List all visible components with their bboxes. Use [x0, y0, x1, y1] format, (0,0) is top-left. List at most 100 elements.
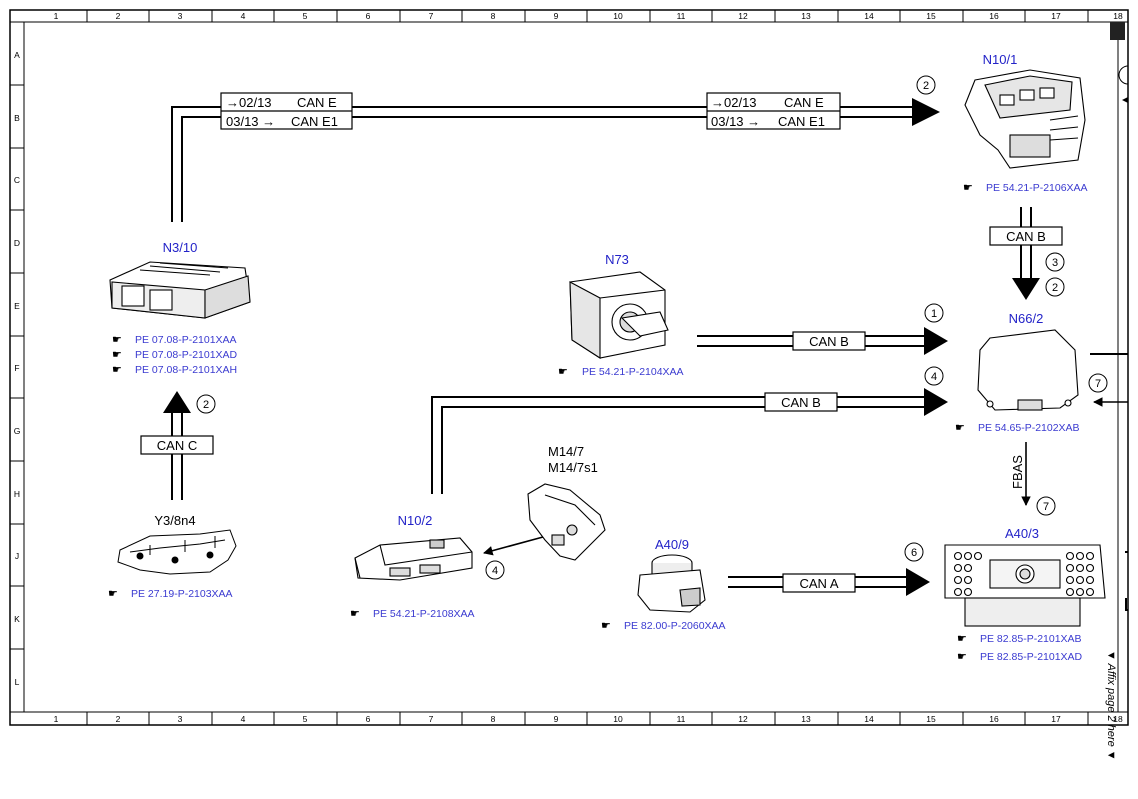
can-e-box-left: →02/13 CAN E 03/13 → CAN E1	[220, 92, 353, 130]
component-label: A40/3	[1005, 526, 1039, 541]
pointing-hand-icon: ☛	[112, 334, 122, 346]
col-number: 1	[54, 11, 59, 21]
row-letter: H	[14, 489, 20, 499]
n66-2-camera-icon	[977, 329, 1079, 411]
svg-text:7: 7	[1043, 501, 1049, 513]
bus-label: CAN C	[157, 438, 197, 453]
col-number: 12	[738, 714, 748, 724]
can-b-label-n10-2: CAN B	[764, 392, 838, 412]
bus-label: CAN A	[799, 576, 838, 591]
can-a-label: CAN A	[782, 573, 856, 593]
a40-9-controller-icon	[637, 554, 706, 613]
n10-1-module-icon	[964, 69, 1086, 169]
col-number: 6	[366, 11, 371, 21]
col-number: 8	[491, 714, 496, 724]
bus-page-ref: 03/13 →	[711, 114, 760, 129]
marker-circle: 1	[924, 303, 944, 323]
col-number: 17	[1051, 714, 1061, 724]
a40-3-head-unit-icon	[944, 544, 1106, 627]
col-number: 3	[178, 11, 183, 21]
col-number: 2	[116, 714, 121, 724]
row-letter: K	[14, 614, 20, 624]
row-letter: A	[14, 50, 20, 60]
bus-page-ref: 03/13 →	[226, 114, 275, 129]
col-number: 4	[241, 714, 246, 724]
bus-page-ref: →02/13	[226, 95, 272, 110]
component-label: N3/10	[163, 240, 198, 255]
ref-link[interactable]: PE 54.21-P-2106XAA	[986, 182, 1088, 194]
bus-label: CAN B	[781, 395, 821, 410]
ref-link[interactable]: PE 82.85-P-2101XAB	[980, 633, 1082, 645]
n3-10-ecu-icon	[109, 261, 251, 319]
bus-label: CAN B	[809, 334, 849, 349]
row-letter: C	[14, 175, 20, 185]
col-number: 17	[1051, 11, 1061, 21]
col-number: 14	[864, 11, 874, 21]
component-label: N73	[605, 252, 629, 267]
ref-link[interactable]: PE 82.00-P-2060XAA	[624, 620, 726, 632]
component-label: N10/2	[398, 513, 433, 528]
y3-8n4-plate-icon	[117, 529, 237, 575]
svg-text:2: 2	[203, 399, 209, 411]
corner-tab-icon	[1110, 22, 1125, 40]
col-number: 4	[241, 11, 246, 21]
can-b-label-top: CAN B	[989, 226, 1063, 246]
col-number: 5	[303, 714, 308, 724]
pointing-hand-icon: ☛	[350, 608, 360, 620]
pointing-hand-icon: ☛	[957, 651, 967, 663]
svg-text:2: 2	[923, 80, 929, 92]
ref-link[interactable]: PE 07.08-P-2101XAH	[135, 364, 237, 376]
row-letter: F	[14, 363, 19, 373]
svg-text:2: 2	[1052, 282, 1058, 294]
ref-link[interactable]: PE 82.85-P-2101XAD	[980, 651, 1083, 663]
row-letter: E	[14, 301, 20, 311]
n73-ignition-switch-icon	[569, 271, 669, 360]
ref-link[interactable]: PE 54.65-P-2102XAB	[978, 422, 1080, 434]
can-b-label-n73: CAN B	[792, 331, 866, 351]
col-number: 2	[116, 11, 121, 21]
can-e-box-right: →02/13 CAN E 03/13 → CAN E1	[706, 92, 841, 130]
row-letter: D	[14, 238, 20, 248]
component-label: M14/7s1	[548, 460, 598, 475]
row-letter: L	[15, 677, 20, 687]
ref-link[interactable]: PE 54.21-P-2108XAA	[373, 608, 475, 620]
bus-label: CAN E	[297, 95, 337, 110]
col-number: 9	[554, 714, 559, 724]
col-number: 8	[491, 11, 496, 21]
bus-label: CAN E	[784, 95, 824, 110]
can-c-label: CAN C	[140, 435, 214, 455]
pointing-hand-icon: ☛	[601, 620, 611, 632]
pointing-hand-icon: ☛	[957, 633, 967, 645]
col-number: 14	[864, 714, 874, 724]
ref-link[interactable]: PE 54.21-P-2104XAA	[582, 366, 684, 378]
n10-2-sam-icon	[354, 537, 473, 581]
col-number: 16	[989, 714, 999, 724]
col-number: 13	[801, 11, 811, 21]
marker-circle: 2	[196, 394, 216, 414]
ref-link[interactable]: PE 07.08-P-2101XAA	[135, 334, 237, 346]
frame-border	[9, 9, 1129, 726]
marker-circle: 7	[1036, 496, 1056, 516]
row-letter: J	[15, 551, 19, 561]
marker-circle: 4	[924, 366, 944, 386]
fbas-label: FBAS	[1010, 455, 1025, 489]
component-label: M14/7	[548, 444, 584, 459]
ref-link[interactable]: PE 27.19-P-2103XAA	[131, 588, 233, 600]
m14-7-motor-icon	[527, 483, 606, 561]
svg-text:4: 4	[492, 565, 498, 577]
col-number: 15	[926, 714, 936, 724]
col-number: 7	[429, 11, 434, 21]
svg-text:3: 3	[1052, 257, 1058, 269]
svg-text:6: 6	[911, 547, 917, 559]
col-number: 13	[801, 714, 811, 724]
col-number: 6	[366, 714, 371, 724]
marker-circle: 4	[485, 560, 505, 580]
marker-circle: 2	[916, 75, 936, 95]
ref-link[interactable]: PE 07.08-P-2101XAD	[135, 349, 238, 361]
component-label: N10/1	[983, 52, 1018, 67]
bus-label: CAN E1	[291, 114, 338, 129]
pointing-hand-icon: ☛	[108, 588, 118, 600]
bus-page-ref: →02/13	[711, 95, 757, 110]
bus-label: CAN E1	[778, 114, 825, 129]
